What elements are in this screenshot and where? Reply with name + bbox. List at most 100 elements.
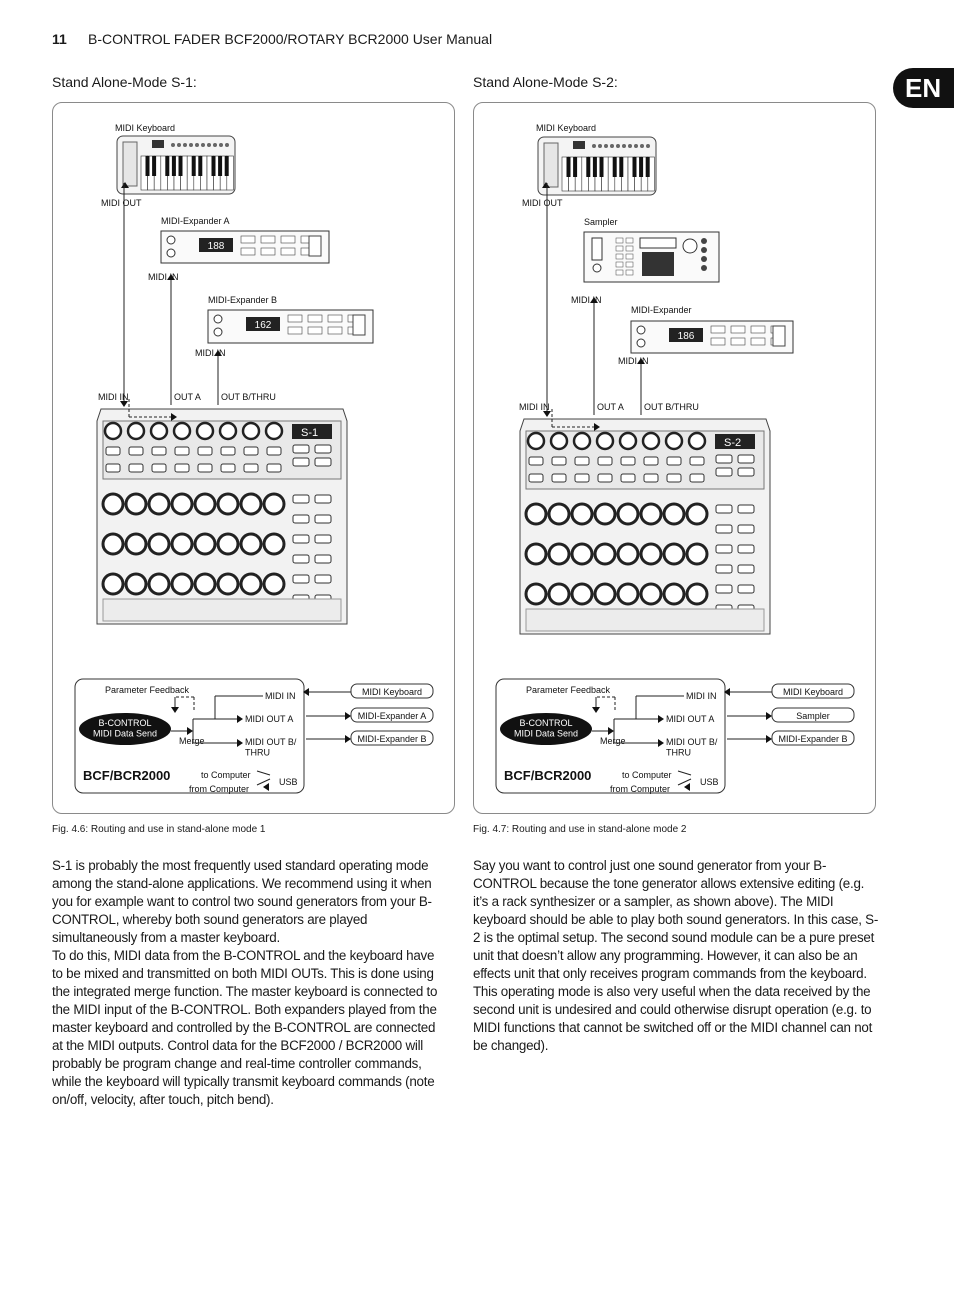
unit-display [246,317,280,331]
keyboard-knob [213,143,217,147]
to-computer-label: to Computer [622,770,672,780]
sampler-button [625,269,634,276]
encoder-knob [687,431,707,451]
destination-out-b-box [350,730,434,746]
device1-label: Sampler [584,217,618,227]
keyboard-knob [171,143,175,147]
unit-button [280,247,296,256]
destination-out-a-box [771,707,855,723]
sampler-pad-block [642,252,674,276]
manual-title: B-CONTROL FADER BCF2000/ROTARY BCR2000 U… [88,31,493,47]
controller-button [643,456,659,466]
encoder-knob [593,542,617,566]
unit-button [710,337,726,346]
black-key [152,156,157,176]
encoder-knob [103,421,123,441]
keyboard-knob [610,144,614,148]
controller-button [666,473,682,483]
controller-button [597,473,613,483]
unit-switch [772,325,786,347]
sampler-button [625,253,634,260]
arrowhead [766,735,772,743]
sampler-button [625,261,634,268]
controller-button [643,473,659,483]
arrowhead [608,727,614,735]
controller-button [620,473,636,483]
encoder-knob [616,542,640,566]
arrowhead [303,688,309,696]
device1-port-label: MIDI IN [571,295,602,305]
controller-button [551,473,567,483]
controller-out-b-label: OUT B/THRU [644,402,699,412]
keyboard-knob [634,144,638,148]
power-knob [213,327,223,337]
controller-button [220,463,236,473]
midi-out-b-label: MIDI OUT B/THRU [245,737,297,757]
keyboard-display [152,140,164,148]
encoder-knob [662,582,686,606]
power-knob [166,248,176,258]
encoder-knob [639,542,663,566]
black-key [592,157,597,177]
arrowhead [594,423,600,431]
keyboard-knob [592,144,596,148]
controller-button [314,574,332,584]
arrowhead [120,401,128,407]
keyboard-knob [628,144,632,148]
destination-midi-in-box [771,683,855,699]
keyboard-knob [640,144,644,148]
black-key [224,156,229,176]
destination-midi-in: MIDI Keyboard [362,687,422,697]
encoder-knob [193,572,217,596]
controller-button [292,514,310,524]
controller-button [737,584,755,594]
encoder-knob [547,502,571,526]
unit-display-text: 188 [208,241,225,252]
encoder-knob [239,572,263,596]
sampler-button [625,237,634,244]
destination-out-a: MIDI-Expander A [358,711,427,721]
controller-button [737,454,755,464]
sampler-button [615,237,624,244]
device2-label: MIDI-Expander B [208,295,277,305]
power-knob [636,338,646,348]
controller-button [314,514,332,524]
unit-switch [308,235,322,257]
controller-button [314,494,332,504]
controller-button [292,554,310,564]
arrowhead [658,739,664,747]
encoder-knob [124,572,148,596]
from-computer-label: from Computer [610,784,670,794]
encoder-knob [524,542,548,566]
unit-button [260,235,276,244]
controller-button [105,446,121,456]
encoder-knob [216,492,240,516]
controller-button [174,463,190,473]
keyboard-wheels [122,141,138,187]
model-label: BCF/BCR2000 [83,768,170,783]
arrowhead [345,735,351,743]
encoder-knob [126,421,146,441]
keyboard-knob [189,143,193,147]
figure-caption-s2: Fig. 4.7: Routing and use in stand-alone… [473,824,687,835]
unit-button [287,314,303,323]
midi-out-a-label: MIDI OUT A [245,714,293,724]
black-key [639,157,644,177]
black-key [619,157,624,177]
controller-bottom-strip [102,598,342,622]
controller-midi-in-label: MIDI IN [98,392,129,402]
black-key [632,157,637,177]
black-key [171,156,176,176]
keyboard-knob [219,143,223,147]
arrowhead [237,739,243,747]
unit-button [307,314,323,323]
unit-button [710,325,726,334]
section-title-s2: Stand Alone-Mode S-2: [473,74,618,90]
arrowhead [658,715,664,723]
encoder-knob [218,421,238,441]
paragraph: Say you want to control just one sound g… [473,858,879,981]
unit-switch [352,314,366,336]
encoder-knob [147,572,171,596]
